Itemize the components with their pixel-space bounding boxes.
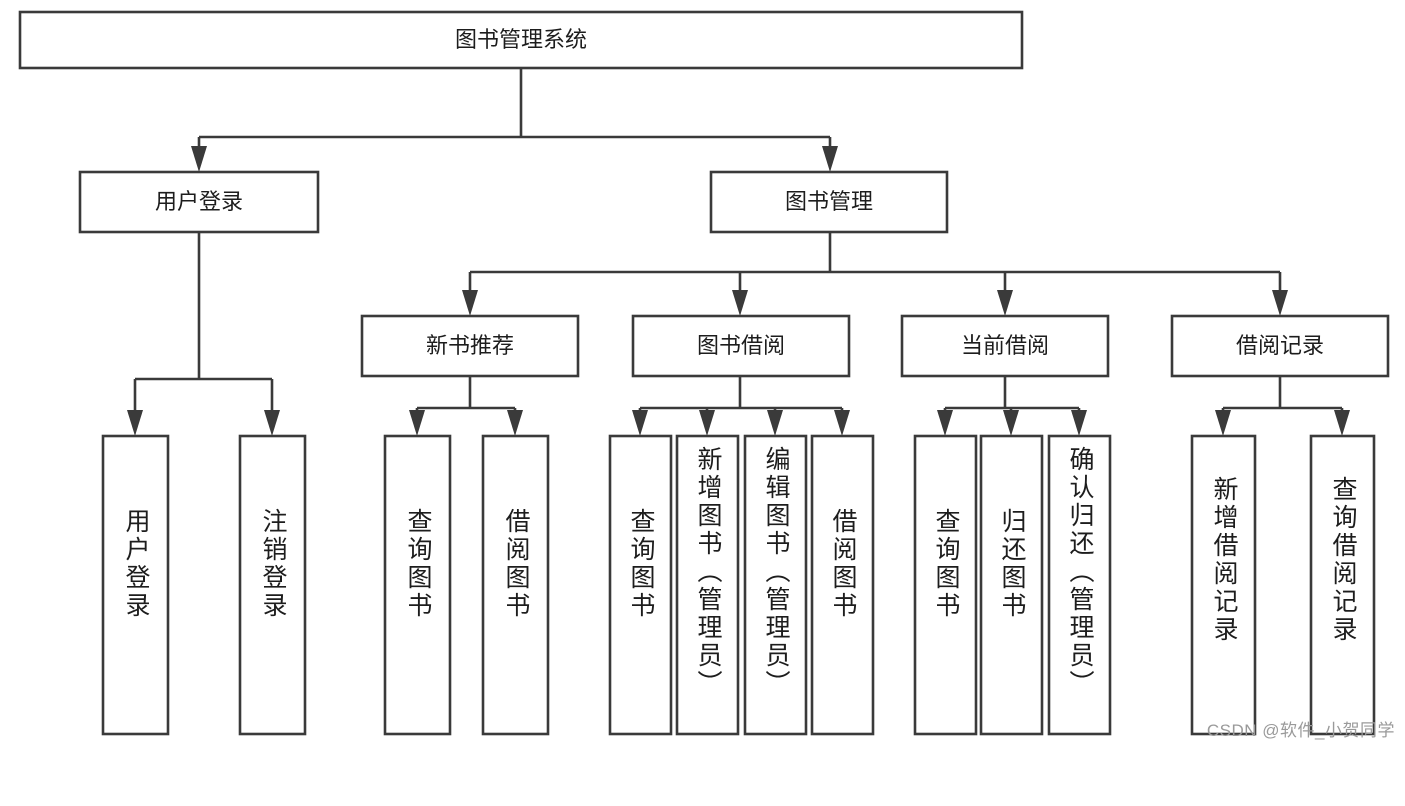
node-user-login-box[interactable] [78, 170, 320, 234]
node-book-manage-box[interactable] [709, 170, 949, 234]
leaf-box-user-login[interactable] [101, 434, 170, 736]
arrow-head-br-leaf-2 [1334, 410, 1350, 436]
arrow-head-bb-leaf-1 [632, 410, 648, 436]
arrow-head-bb-leaf-3 [767, 410, 783, 436]
arrow-head-cb-leaf-3 [1071, 410, 1087, 436]
leaf-box-bb-edit-book[interactable] [743, 434, 808, 736]
node-user-login[interactable]: 用户登录 [78, 170, 320, 234]
node-book-borrow[interactable]: 图书借阅 [631, 314, 851, 378]
arrow-head-current-borrow [997, 290, 1013, 316]
node-user-login-label: 用户登录 [155, 189, 243, 214]
leaf-boxes-borrow-record [1190, 434, 1376, 736]
connectors-root-to-level2 [191, 68, 838, 172]
connectors-level2-to-level3 [462, 232, 1288, 316]
arrow-head-cb-leaf-1 [937, 410, 953, 436]
leaf-boxes-book-borrow [608, 434, 875, 736]
node-borrow-record-box[interactable] [1170, 314, 1390, 378]
node-book-manage[interactable]: 图书管理 [709, 170, 949, 234]
leaf-box-bb-query-book[interactable] [608, 434, 673, 736]
flowchart-diagram: 图书管理系统 用户登录 图书管理 新书推荐 图书借阅 当前借阅 借阅记录 [18, 10, 1395, 740]
node-current-borrow-label: 当前借阅 [961, 333, 1049, 358]
arrow-head-nb-leaf-2 [507, 410, 523, 436]
node-root-label: 图书管理系统 [455, 27, 587, 52]
leaf-box-nb-borrow-book[interactable] [481, 434, 550, 736]
node-borrow-record-label: 借阅记录 [1236, 333, 1324, 358]
arrow-head-leaf-user-login [127, 410, 143, 436]
leaf-box-logout[interactable] [238, 434, 307, 736]
node-new-book-recommend-label: 新书推荐 [426, 333, 514, 358]
connectors-book-borrow-leaves [632, 376, 850, 436]
arrow-head-bb-leaf-4 [834, 410, 850, 436]
arrow-head-borrow-record [1272, 290, 1288, 316]
leaf-box-br-add-record[interactable] [1190, 434, 1257, 736]
node-book-manage-label: 图书管理 [785, 189, 873, 214]
node-new-book-recommend-box[interactable] [360, 314, 580, 378]
leaf-box-cb-return-book[interactable] [979, 434, 1044, 736]
node-current-borrow-box[interactable] [900, 314, 1110, 378]
leaf-box-cb-query-book[interactable] [913, 434, 978, 736]
csdn-watermark: CSDN @软件_小贺同学 [1206, 721, 1395, 740]
diagram-canvas: 图书管理系统 用户登录 图书管理 新书推荐 图书借阅 当前借阅 借阅记录 [18, 10, 1390, 736]
leaf-box-bb-borrow-book[interactable] [810, 434, 875, 736]
arrow-head-book-borrow [732, 290, 748, 316]
leaf-box-bb-add-book[interactable] [675, 434, 740, 736]
connectors-borrow-record-leaves [1215, 376, 1350, 436]
connectors-current-borrow-leaves [937, 376, 1087, 436]
leaf-box-nb-query-book[interactable] [383, 434, 452, 736]
node-new-book-recommend[interactable]: 新书推荐 [360, 314, 580, 378]
leaf-box-cb-confirm-return[interactable] [1047, 434, 1112, 736]
arrow-head-book-manage [822, 146, 838, 172]
arrow-head-bb-leaf-2 [699, 410, 715, 436]
node-root[interactable]: 图书管理系统 [18, 10, 1024, 70]
connectors-user-login-leaves [127, 232, 280, 436]
node-book-borrow-label: 图书借阅 [697, 333, 785, 358]
arrow-head-new-book [462, 290, 478, 316]
node-book-borrow-box[interactable] [631, 314, 851, 378]
arrow-head-leaf-logout [264, 410, 280, 436]
leaf-boxes-current-borrow [913, 434, 1112, 736]
leaf-boxes-new-book-recommend [383, 434, 550, 736]
node-root-box[interactable] [18, 10, 1024, 70]
leaf-box-br-query-record[interactable] [1309, 434, 1376, 736]
node-borrow-record[interactable]: 借阅记录 [1170, 314, 1390, 378]
arrow-head-br-leaf-1 [1215, 410, 1231, 436]
node-current-borrow[interactable]: 当前借阅 [900, 314, 1110, 378]
connectors-new-book-leaves [409, 376, 523, 436]
arrow-head-user-login [191, 146, 207, 172]
arrow-head-cb-leaf-2 [1003, 410, 1019, 436]
leaf-boxes-user-login [101, 434, 307, 736]
arrow-head-nb-leaf-1 [409, 410, 425, 436]
